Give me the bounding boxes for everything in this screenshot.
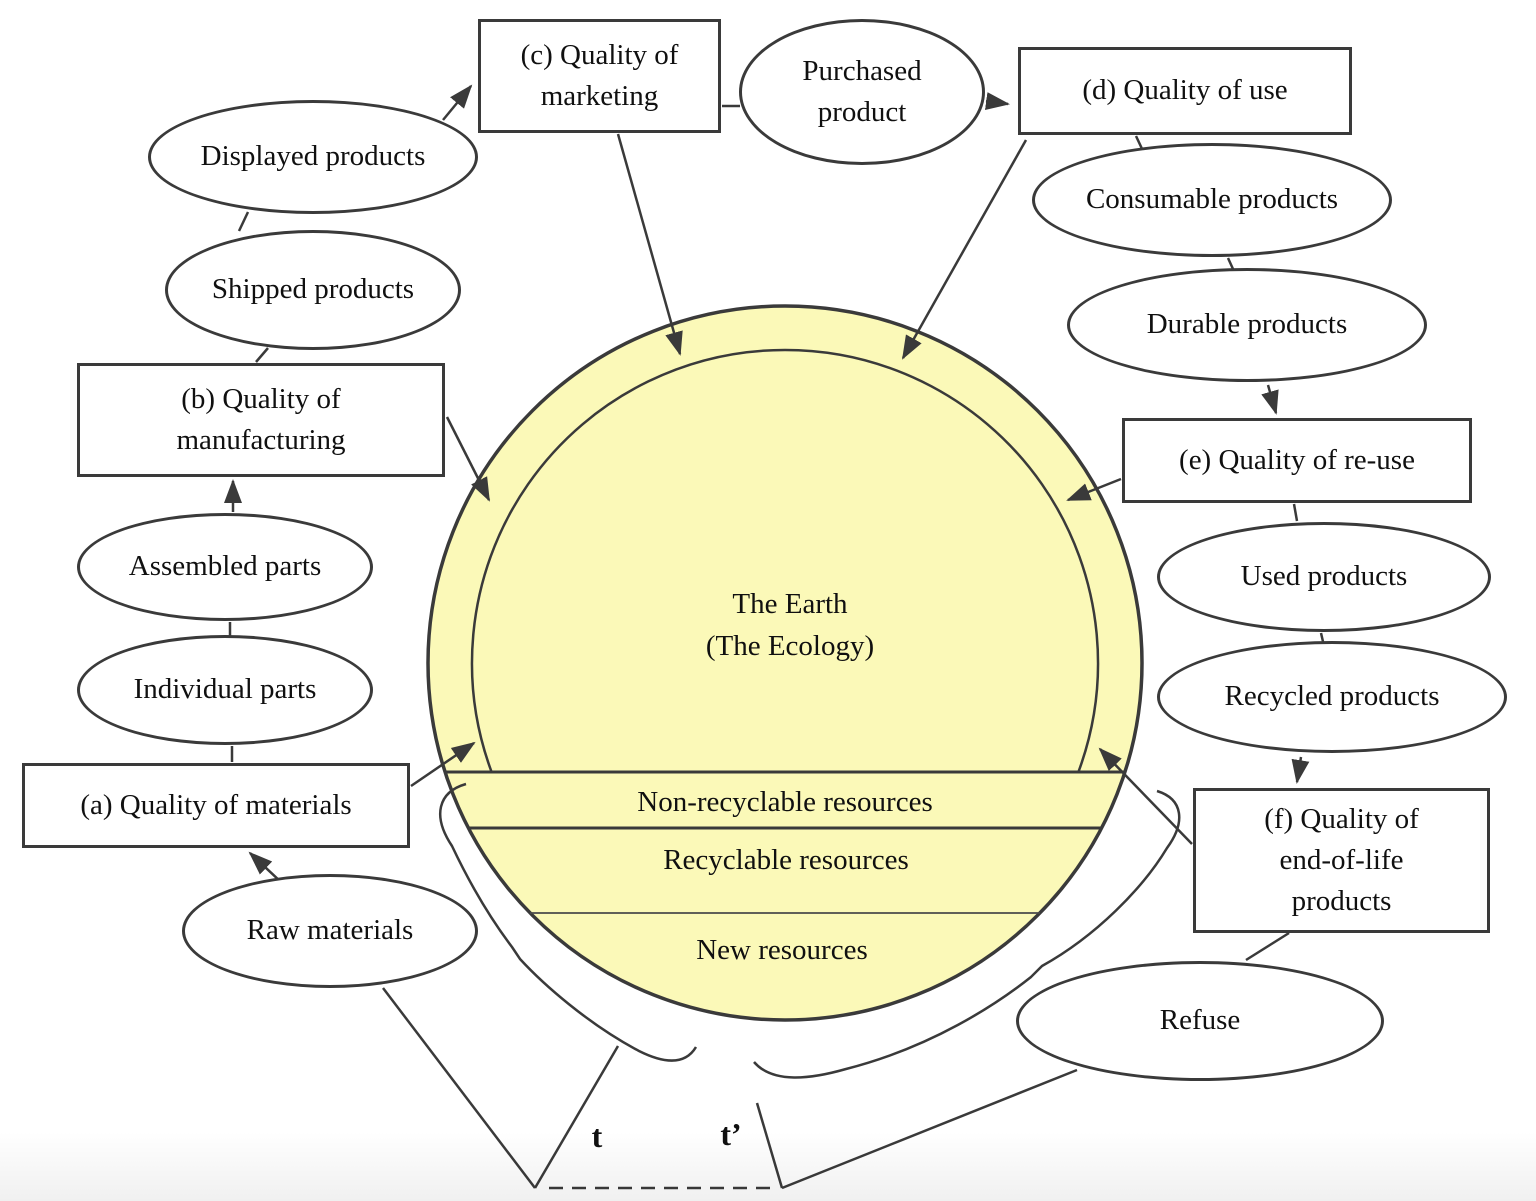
arrow-displayed-to-box-c [442,84,473,121]
box-quality-of-manufacturing: (b) Quality of manufacturing [77,363,445,477]
arrow-purchased-to-box-d [984,92,1010,110]
ellipse-raw-materials: Raw materials [182,874,478,988]
timespan-lines [382,987,1078,1190]
earth-title: The Earth (The Ecology) [705,587,875,662]
time-label-t: t [591,1117,603,1154]
ellipse-durable-products: Durable products [1067,268,1427,382]
connector-shipped-box-b [255,347,269,363]
ring-arrows [410,133,1193,845]
arrow-box-d-to-earth [901,139,1028,360]
right-v-arm-from-refuse [781,1068,1078,1190]
ellipse-individual-parts: Individual parts [77,635,373,745]
ellipse-purchased-product: Purchased product [739,19,985,165]
box-quality-of-use: (d) Quality of use [1018,47,1352,135]
connector-displayed-shipped [237,211,250,232]
arrow-box-c-to-earth [616,133,683,356]
arrow-recycled-to-box-f [1291,756,1310,784]
box-quality-of-marketing: (c) Quality of marketing [478,19,721,133]
connector-box-e-used [1292,503,1299,522]
connector-box-f-refuse [1245,931,1290,962]
arrow-box-f-to-earth [1098,747,1193,845]
left-v-arm-from-earth [533,1045,620,1189]
ellipse-used-products: Used products [1157,522,1491,632]
time-label-t-prime: t’ [720,1115,742,1152]
ellipse-consumable-products: Consumable products [1032,143,1392,257]
left-v-arm-from-raw [382,987,536,1189]
ellipse-recycled-products: Recycled products [1157,641,1507,753]
ellipse-displayed-products: Displayed products [148,100,478,214]
ellipse-assembled-parts: Assembled parts [77,513,373,621]
arrow-box-e-to-earth [1066,477,1122,502]
ellipse-shipped-products: Shipped products [165,230,461,350]
box-quality-of-materials: (a) Quality of materials [22,763,410,848]
arrow-box-b-to-earth [445,416,491,502]
left-brace [438,782,698,1062]
chain-connectors [228,104,1326,962]
connector-consumable-durable [1226,257,1235,270]
arrow-durable-to-box-e [1261,384,1279,415]
right-v-arm-from-earth [755,1102,784,1189]
arrow-box-a-to-earth [410,741,476,788]
right-brace [753,789,1181,1079]
band-label-non-recyclable: Non-recyclable resources [637,785,933,818]
band-label-new-resources: New resources [696,933,868,966]
ellipse-refuse: Refuse [1016,961,1384,1081]
earth-outer-circle [426,304,1144,1022]
box-quality-of-end-of-life-products: (f) Quality of end-of-life products [1193,788,1490,933]
earth-inner-circle-arc [470,348,1100,773]
box-quality-of-re-use: (e) Quality of re-use [1122,418,1472,503]
band-label-recyclable: Recyclable resources [663,843,909,876]
